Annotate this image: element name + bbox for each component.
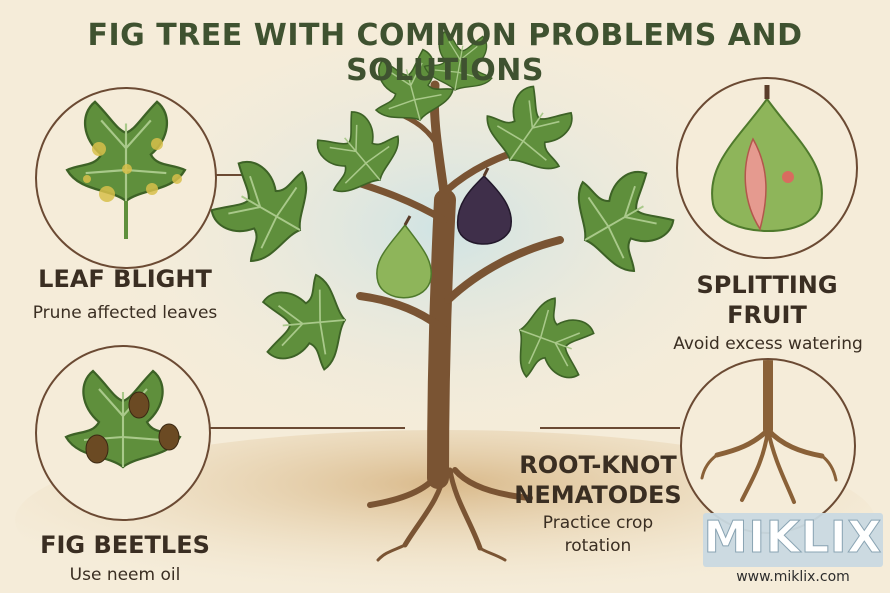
watermark-url: www.miklix.com (736, 569, 850, 585)
beetle-icon (85, 391, 180, 464)
fig-beetles-illustration (35, 345, 211, 521)
nematodes-title-line2: NEMATODES (514, 481, 682, 509)
splitting-fruit-solution: Avoid excess watering (673, 334, 863, 354)
root-knot-illustration (680, 358, 856, 534)
blight-spots (83, 138, 182, 202)
nematodes-solution-line2: rotation (564, 536, 632, 556)
fig-beetles-solution: Use neem oil (69, 565, 181, 585)
fig-beetles-title: FIG BEETLES (40, 531, 210, 559)
watermark-logo-background (703, 513, 883, 567)
nematodes-solution-line1: Practice crop (542, 513, 654, 533)
nematodes-title-line1: ROOT-KNOT (519, 451, 677, 479)
page-title: FIG TREE WITH COMMON PROBLEMS AND SOLUTI… (87, 18, 803, 88)
splitting-fruit-title-line1: SPLITTING (696, 271, 838, 299)
leaf-blight-solution: Prune affected leaves (32, 303, 218, 323)
splitting-fruit-illustration (676, 77, 858, 259)
fig-fruit-purple (456, 167, 512, 245)
leaf-blight-title: LEAF BLIGHT (38, 265, 212, 293)
leaf-blight-illustration (35, 87, 217, 269)
fig-fruit-green (376, 215, 432, 299)
watermark-brand: MIKLIX (703, 512, 883, 564)
splitting-fruit-title-line2: FRUIT (727, 301, 807, 329)
